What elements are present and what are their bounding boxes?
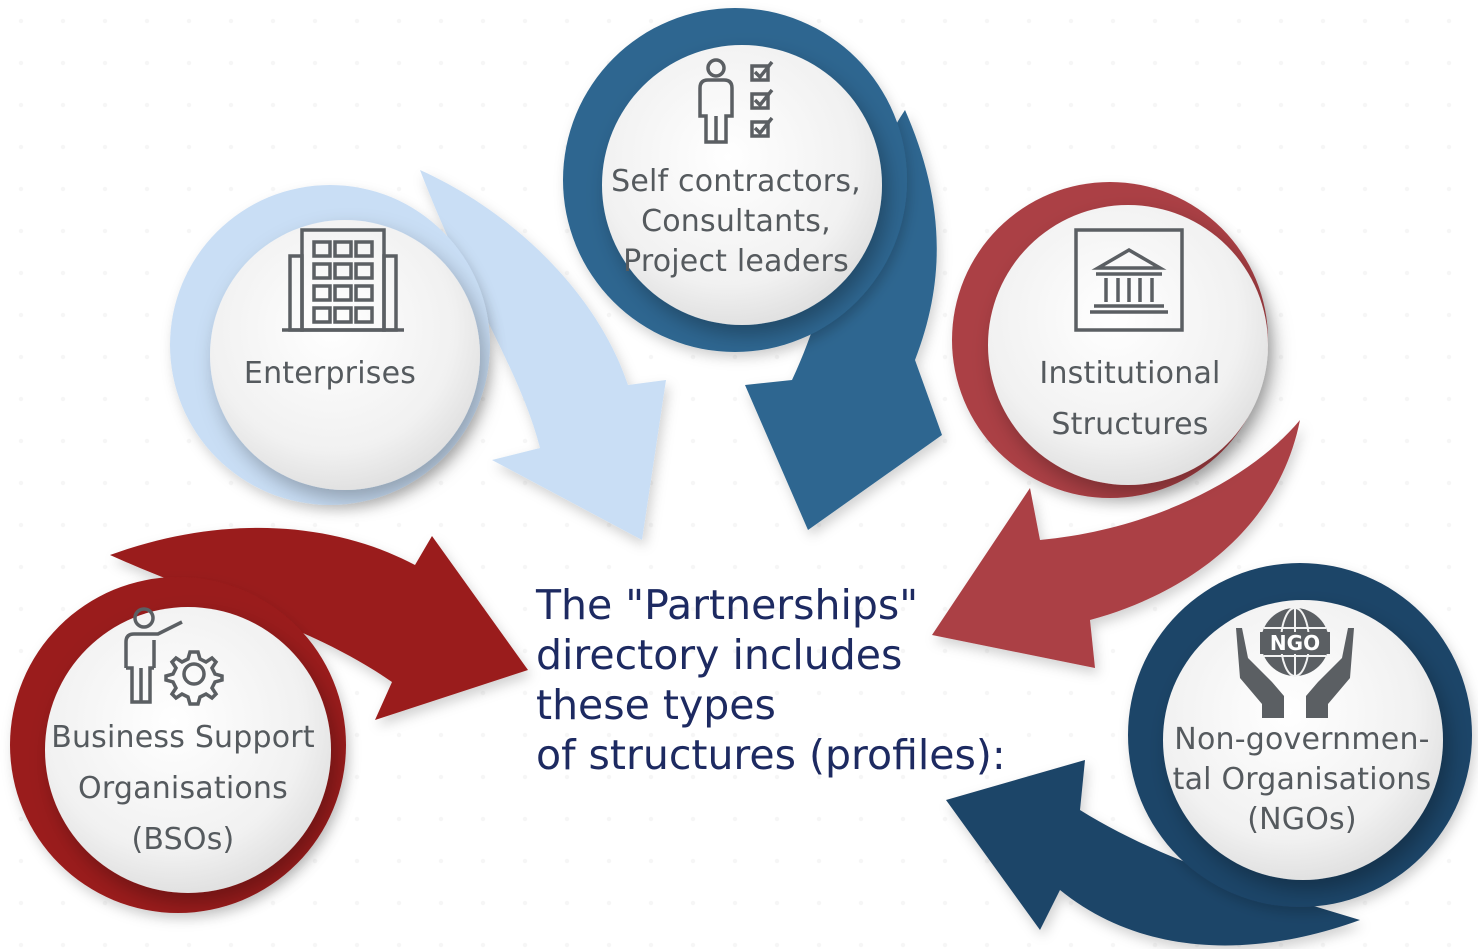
enterprises-label: Enterprises (230, 356, 430, 393)
self-contractors-label-line-3: Project leaders (623, 244, 849, 279)
center-heading-line-1: The "Partnerships" (536, 581, 919, 629)
bsos-label-line-3: (BSOs) (131, 822, 235, 857)
self-contractors-label-line-1: Self contractors, (611, 164, 861, 199)
self-contractors-label: Self contractors, Consultants, Project l… (600, 162, 872, 282)
institution-icon (1074, 228, 1184, 332)
center-heading-line-2: directory includes (536, 631, 903, 679)
ngos-label-line-3: (NGOs) (1247, 802, 1357, 837)
bsos-label-line-2: Organisations (78, 771, 288, 806)
building-icon (282, 228, 404, 332)
bsos-label: Business Support Organisations (BSOs) (40, 712, 326, 865)
center-heading: The "Partnerships" directory includes th… (536, 580, 1006, 780)
ngo-hands-globe-icon: NGO (1236, 607, 1354, 718)
self-contractors-label-line-2: Consultants, (641, 204, 831, 239)
ngo-icon-text: NGO (1270, 631, 1320, 655)
institutional-label: Institutional Structures (1018, 348, 1242, 450)
enterprises-label-line-1: Enterprises (243, 356, 417, 391)
presenter-gear-icon (124, 607, 224, 706)
ngos-disc (1163, 600, 1443, 880)
institutional-label-line-1: Institutional (1039, 356, 1221, 391)
enterprises-disc (210, 220, 480, 490)
ngos-label-line-2: tal Organisations (1172, 762, 1432, 797)
ngos-label: Non-governmen- tal Organisations (NGOs) (1160, 720, 1444, 840)
ngos-label-line-1: Non-governmen- (1174, 722, 1430, 757)
center-heading-line-4: of structures (profiles): (536, 731, 1006, 779)
institutional-disc (988, 205, 1268, 485)
bsos-arrow (110, 527, 528, 720)
person-checklist-icon (698, 58, 774, 144)
bsos-disc (45, 607, 331, 893)
enterprises-arrow (420, 170, 666, 540)
self-contractors-disc (602, 45, 882, 325)
bsos-label-line-1: Business Support (51, 720, 315, 755)
institutional-label-line-2: Structures (1051, 407, 1209, 442)
institutional-arrow (932, 420, 1300, 668)
center-heading-line-3: these types (536, 681, 776, 729)
